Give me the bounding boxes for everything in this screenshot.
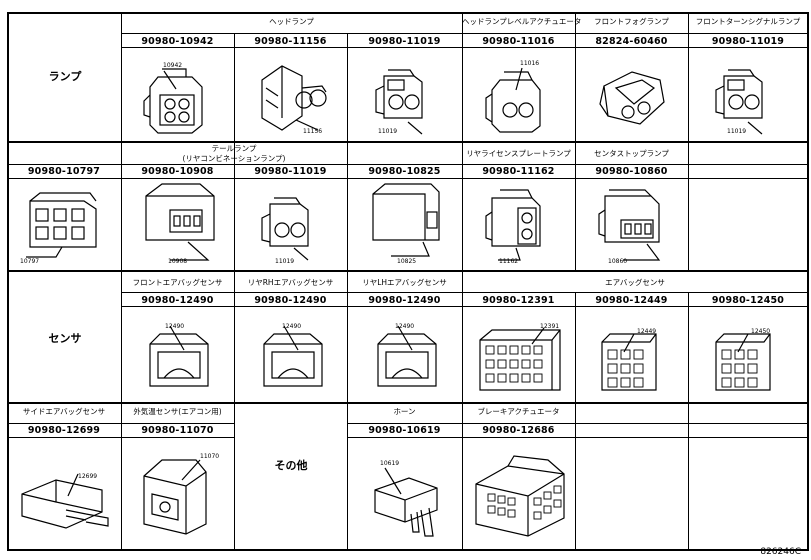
header-horn: ホーン [393,407,416,416]
part-number: 90980-10797 [27,166,101,177]
connector-code: 11156 [303,128,323,135]
header-license-plate-lamp: リヤライセンスプレートランプ [466,149,571,158]
connector-code: 10942 [163,62,183,69]
connector-drawing [715,69,763,135]
header-tail-lamp-line1: テールランプ [211,144,257,153]
header-front-airbag-sensor: フロントエアバッグセンサ [132,278,223,287]
header-airbag-sensor: エアバッグセンサ [605,278,665,287]
connector-code: 11019 [727,128,747,135]
connector-drawing [26,192,97,258]
connector-drawing [21,473,109,529]
header-tail-lamp: テールランプ (リヤコンビネーションランプ) [121,144,347,164]
header-tail-lamp-line2: (リヤコンビネーションランプ) [182,154,286,163]
header-center-stop-lamp: センタストップランプ [594,149,669,158]
part-number: 90980-11070 [141,425,214,436]
part-number: 90980-11019 [711,36,785,47]
connector-drawing [145,183,215,261]
part-number: 90980-11019 [254,166,327,177]
header-brake-actuator: ブレーキアクチュエータ [477,407,560,416]
connector-drawing [377,325,437,387]
connector-code: 12490 [282,323,302,330]
connector-code: 11019 [275,258,295,265]
part-number: 90980-12391 [482,295,555,306]
connector-drawing [485,67,541,133]
connector-drawing [375,69,423,135]
connector-drawing [263,325,323,387]
header-rear-rh-airbag-sensor: リヤRHエアバッグセンサ [247,278,334,287]
connector-code: 11016 [520,60,540,67]
header-leveling-actuator: ヘッドランプレベルアクチュエータ [462,17,582,26]
category-lamp: ランプ [48,70,82,83]
part-number: 90980-12686 [482,425,555,436]
connector-drawing [143,459,207,535]
connector-drawing [598,189,661,261]
connector-drawing [143,68,203,134]
part-number: 90980-10860 [595,166,668,177]
connector-code: 12449 [637,328,657,335]
part-number: 90980-10619 [368,425,441,436]
connector-code: 10619 [380,460,400,467]
connector-code: 12450 [751,328,771,335]
connector-code: 10825 [397,258,417,265]
connector-drawing [261,65,327,131]
connector-code: 11162 [499,258,519,265]
connector-drawing [372,183,440,257]
connector-drawing [485,189,541,261]
connector-drawing [479,327,561,391]
connector-drawing [715,333,771,391]
header-headlamp: ヘッドランプ [269,17,314,26]
connector-drawing [475,455,565,537]
part-number: 90980-11156 [254,36,327,47]
part-number: 90980-10908 [141,166,214,177]
connector-code: 12391 [540,323,560,330]
figure-id: 826246C [760,547,801,557]
part-number: 90980-12449 [595,295,668,306]
part-number: 90980-11016 [482,36,555,47]
category-other: その他 [274,459,308,472]
category-sensor: センサ [48,332,82,345]
connector-code: 12699 [78,473,98,480]
part-number: 90980-10825 [368,166,441,177]
header-side-airbag-sensor: サイドエアバッグセンサ [22,407,106,416]
part-number: 90980-10942 [141,36,214,47]
part-number: 90980-12490 [141,295,214,306]
connector-drawing [601,333,657,391]
header-rear-lh-airbag-sensor: リヤLHエアバッグセンサ [362,278,447,287]
header-ambient-temp-sensor: 外気温センサ(エアコン用) [133,407,222,416]
connector-code: 10797 [20,258,40,265]
connector-drawing [149,325,209,387]
part-number: 90980-12490 [254,295,327,306]
part-number: 90980-12490 [368,295,441,306]
part-number: 82824-60460 [595,36,668,47]
part-number: 90980-12699 [27,425,101,436]
connector-drawing [261,197,309,261]
part-number: 90980-12450 [711,295,785,306]
header-front-turn-signal: フロントターンシグナルランプ [695,17,801,26]
connector-drawing [374,467,438,537]
connector-code: 12490 [395,323,415,330]
part-number: 90980-11019 [368,36,441,47]
connector-code: 10860 [608,258,628,265]
connector-code: 11070 [200,453,220,460]
connector-code: 11019 [378,128,398,135]
connector-code: 12490 [165,323,185,330]
part-number: 90980-11162 [482,166,555,177]
connector-drawing [599,71,665,125]
header-front-fog-lamp: フロントフォグランプ [594,17,669,26]
connector-code: 10908 [168,258,188,265]
